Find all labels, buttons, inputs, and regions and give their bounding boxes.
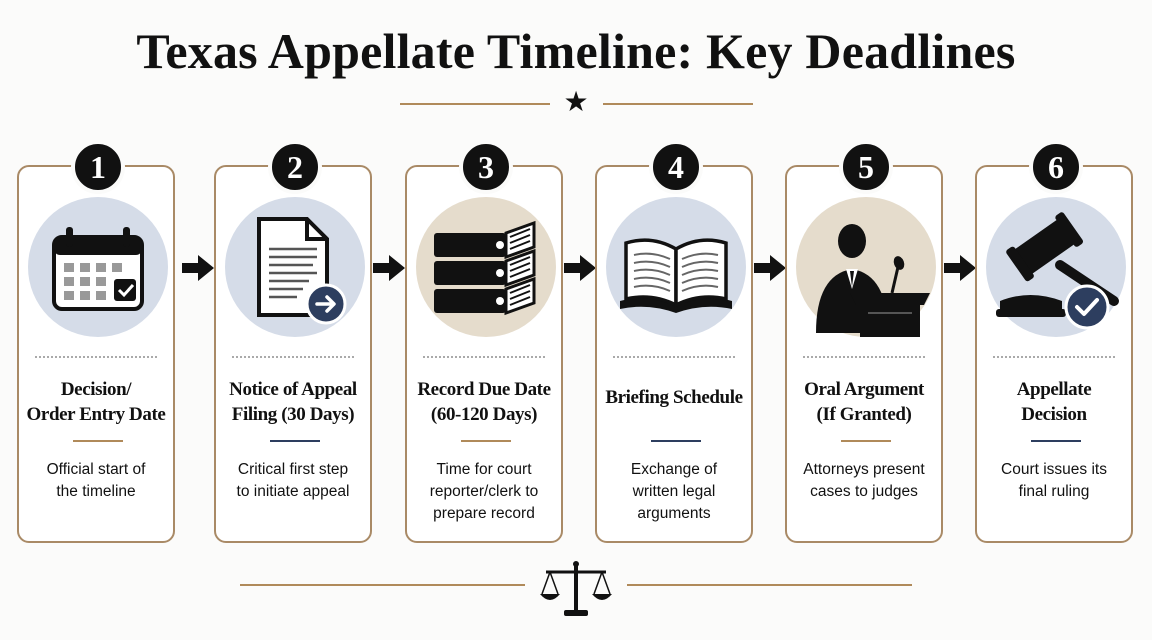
accent-line <box>651 440 701 442</box>
dotted-divider <box>803 356 925 358</box>
accent-line <box>461 440 511 442</box>
dotted-divider <box>232 356 354 358</box>
title-divider-left <box>400 103 550 105</box>
accent-line <box>841 440 891 442</box>
step-card-record-due-date: Record Due Date(60-120 Days) Time for co… <box>405 165 563 543</box>
binders-icon <box>434 220 536 316</box>
title-divider-right <box>603 103 753 105</box>
accent-line <box>1031 440 1081 442</box>
footer-divider-left <box>240 584 525 586</box>
step-number-badge: 2 <box>268 140 322 194</box>
document-arrow-icon <box>257 217 347 325</box>
icon-circle <box>225 197 365 337</box>
arrow-right-icon <box>564 255 596 281</box>
dotted-divider <box>613 356 735 358</box>
icon-circle <box>986 197 1126 337</box>
arrow-right-icon <box>373 255 405 281</box>
page-title: Texas Appellate Timeline: Key Deadlines <box>136 23 1016 79</box>
calendar-check-icon <box>52 227 144 311</box>
step-number-badge: 3 <box>459 140 513 194</box>
arrow-right-icon <box>754 255 786 281</box>
dotted-divider <box>993 356 1115 358</box>
arrow-right-icon <box>182 255 214 281</box>
step-number-badge: 1 <box>71 140 125 194</box>
step-number-badge: 5 <box>839 140 893 194</box>
step-title: Decision/Order Entry Date <box>26 379 166 425</box>
gavel-check-icon <box>996 212 1119 330</box>
icon-circle <box>416 197 556 337</box>
step-number-badge: 6 <box>1029 140 1083 194</box>
accent-line <box>73 440 123 442</box>
footer-divider-right <box>627 584 912 586</box>
star-icon: ★ <box>563 86 589 117</box>
podium-speaker-icon <box>816 224 930 337</box>
accent-line <box>270 440 320 442</box>
step-title: Oral Argument(If Granted) <box>804 379 924 425</box>
step-title: Record Due Date(60-120 Days) <box>417 379 551 425</box>
dotted-divider <box>35 356 157 358</box>
scales-of-justice-icon <box>540 561 612 616</box>
step-card-decision: Decision/Order Entry Date Official start… <box>17 165 175 543</box>
step-card-oral-argument: Oral Argument(If Granted) Attorneys pres… <box>785 165 943 543</box>
icon-circle <box>796 197 936 337</box>
step-title: Briefing Schedule <box>605 387 743 408</box>
icon-circle <box>28 197 168 337</box>
open-book-icon <box>620 238 732 313</box>
dotted-divider <box>423 356 545 358</box>
icon-circle <box>606 197 746 337</box>
step-number-badge: 4 <box>649 140 703 194</box>
arrow-right-icon <box>944 255 976 281</box>
